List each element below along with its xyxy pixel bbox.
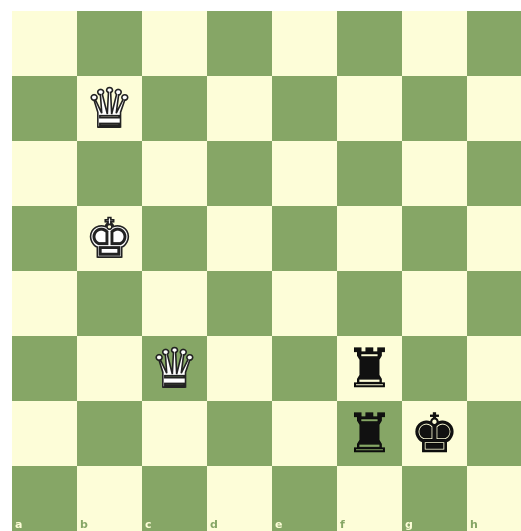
square-h8[interactable]: 8 [467, 11, 521, 76]
file-label-f: f [340, 519, 345, 530]
square-h3[interactable]: 3 [467, 336, 521, 401]
white-king-b5[interactable]: ♚ [85, 212, 133, 266]
square-c2[interactable] [142, 401, 207, 466]
square-h7[interactable]: 7 [467, 76, 521, 141]
square-d4[interactable] [207, 271, 272, 336]
square-d3[interactable] [207, 336, 272, 401]
square-h2[interactable]: 2 [467, 401, 521, 466]
square-c4[interactable] [142, 271, 207, 336]
square-e6[interactable] [272, 141, 337, 206]
square-g2[interactable]: ♚ [402, 401, 467, 466]
square-c7[interactable] [142, 76, 207, 141]
square-f7[interactable] [337, 76, 402, 141]
square-a5[interactable] [12, 206, 77, 271]
square-g1[interactable]: g [402, 466, 467, 531]
square-h5[interactable]: 5 [467, 206, 521, 271]
square-e7[interactable] [272, 76, 337, 141]
file-label-b: b [80, 519, 88, 530]
square-f2[interactable]: ♜ [337, 401, 402, 466]
square-d6[interactable] [207, 141, 272, 206]
square-a2[interactable] [12, 401, 77, 466]
square-c5[interactable] [142, 206, 207, 271]
square-e1[interactable]: e [272, 466, 337, 531]
square-g5[interactable] [402, 206, 467, 271]
square-e4[interactable] [272, 271, 337, 336]
square-g6[interactable] [402, 141, 467, 206]
square-e8[interactable] [272, 11, 337, 76]
square-a1[interactable]: a [12, 466, 77, 531]
square-b2[interactable] [77, 401, 142, 466]
square-c8[interactable] [142, 11, 207, 76]
square-e5[interactable] [272, 206, 337, 271]
file-label-a: a [15, 519, 22, 530]
square-b3[interactable] [77, 336, 142, 401]
square-f6[interactable] [337, 141, 402, 206]
square-b7[interactable]: ♛ [77, 76, 142, 141]
square-e2[interactable] [272, 401, 337, 466]
square-d8[interactable] [207, 11, 272, 76]
square-f5[interactable] [337, 206, 402, 271]
file-label-g: g [405, 519, 413, 530]
square-h6[interactable]: 6 [467, 141, 521, 206]
square-a7[interactable] [12, 76, 77, 141]
square-g3[interactable] [402, 336, 467, 401]
square-g4[interactable] [402, 271, 467, 336]
square-b1[interactable]: b [77, 466, 142, 531]
square-f4[interactable] [337, 271, 402, 336]
white-queen-c3[interactable]: ♛ [150, 342, 198, 396]
square-a6[interactable] [12, 141, 77, 206]
square-e3[interactable] [272, 336, 337, 401]
file-label-d: d [210, 519, 218, 530]
square-c6[interactable] [142, 141, 207, 206]
square-d2[interactable] [207, 401, 272, 466]
square-b8[interactable] [77, 11, 142, 76]
square-a4[interactable] [12, 271, 77, 336]
square-a8[interactable] [12, 11, 77, 76]
file-label-e: e [275, 519, 282, 530]
square-f3[interactable]: ♜ [337, 336, 402, 401]
square-b6[interactable] [77, 141, 142, 206]
square-b5[interactable]: ♚ [77, 206, 142, 271]
square-h4[interactable]: 4 [467, 271, 521, 336]
file-label-h: h [470, 519, 478, 530]
square-d7[interactable] [207, 76, 272, 141]
square-c3[interactable]: ♛ [142, 336, 207, 401]
square-g7[interactable] [402, 76, 467, 141]
chessboard-container: 8♛76♚54♛♜3♜♚2abcdefg1h [12, 11, 521, 531]
square-c1[interactable]: c [142, 466, 207, 531]
square-d5[interactable] [207, 206, 272, 271]
square-d1[interactable]: d [207, 466, 272, 531]
square-b4[interactable] [77, 271, 142, 336]
black-rook-f2[interactable]: ♜ [345, 407, 393, 461]
white-queen-b7[interactable]: ♛ [85, 82, 133, 136]
square-a3[interactable] [12, 336, 77, 401]
black-king-g2[interactable]: ♚ [410, 407, 458, 461]
square-f1[interactable]: f [337, 466, 402, 531]
square-f8[interactable] [337, 11, 402, 76]
square-h1[interactable]: 1h [467, 466, 521, 531]
square-g8[interactable] [402, 11, 467, 76]
black-rook-f3[interactable]: ♜ [345, 342, 393, 396]
chessboard[interactable]: 8♛76♚54♛♜3♜♚2abcdefg1h [12, 11, 521, 531]
file-label-c: c [145, 519, 152, 530]
